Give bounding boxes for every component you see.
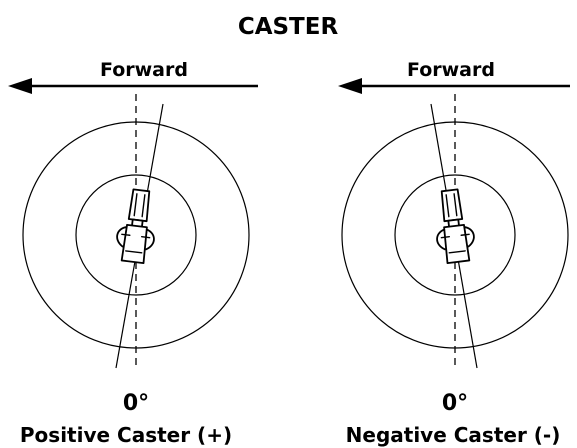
forward-arrow-negative	[338, 78, 570, 94]
wheel-icon-negative	[430, 187, 478, 265]
forward-arrow-positive	[8, 78, 258, 94]
positive-caster-caption: Positive Caster (+)	[20, 423, 232, 447]
inner-circle-positive	[75, 174, 197, 296]
negative-caster-caption: Negative Caster (-)	[346, 423, 561, 447]
negative-caster-panel: Forward 0° Negative Caster (-)	[338, 59, 570, 447]
forward-label-positive: Forward	[100, 59, 188, 81]
forward-label-negative: Forward	[407, 59, 495, 81]
inner-circle-negative	[394, 174, 516, 296]
wheel-icon-positive	[113, 187, 161, 265]
positive-caster-panel: Forward 0° Positive Caster (+)	[8, 59, 258, 447]
diagram-title: CASTER	[238, 14, 339, 40]
zero-degree-label-positive: 0°	[123, 391, 149, 416]
zero-degree-label-negative: 0°	[442, 391, 468, 416]
